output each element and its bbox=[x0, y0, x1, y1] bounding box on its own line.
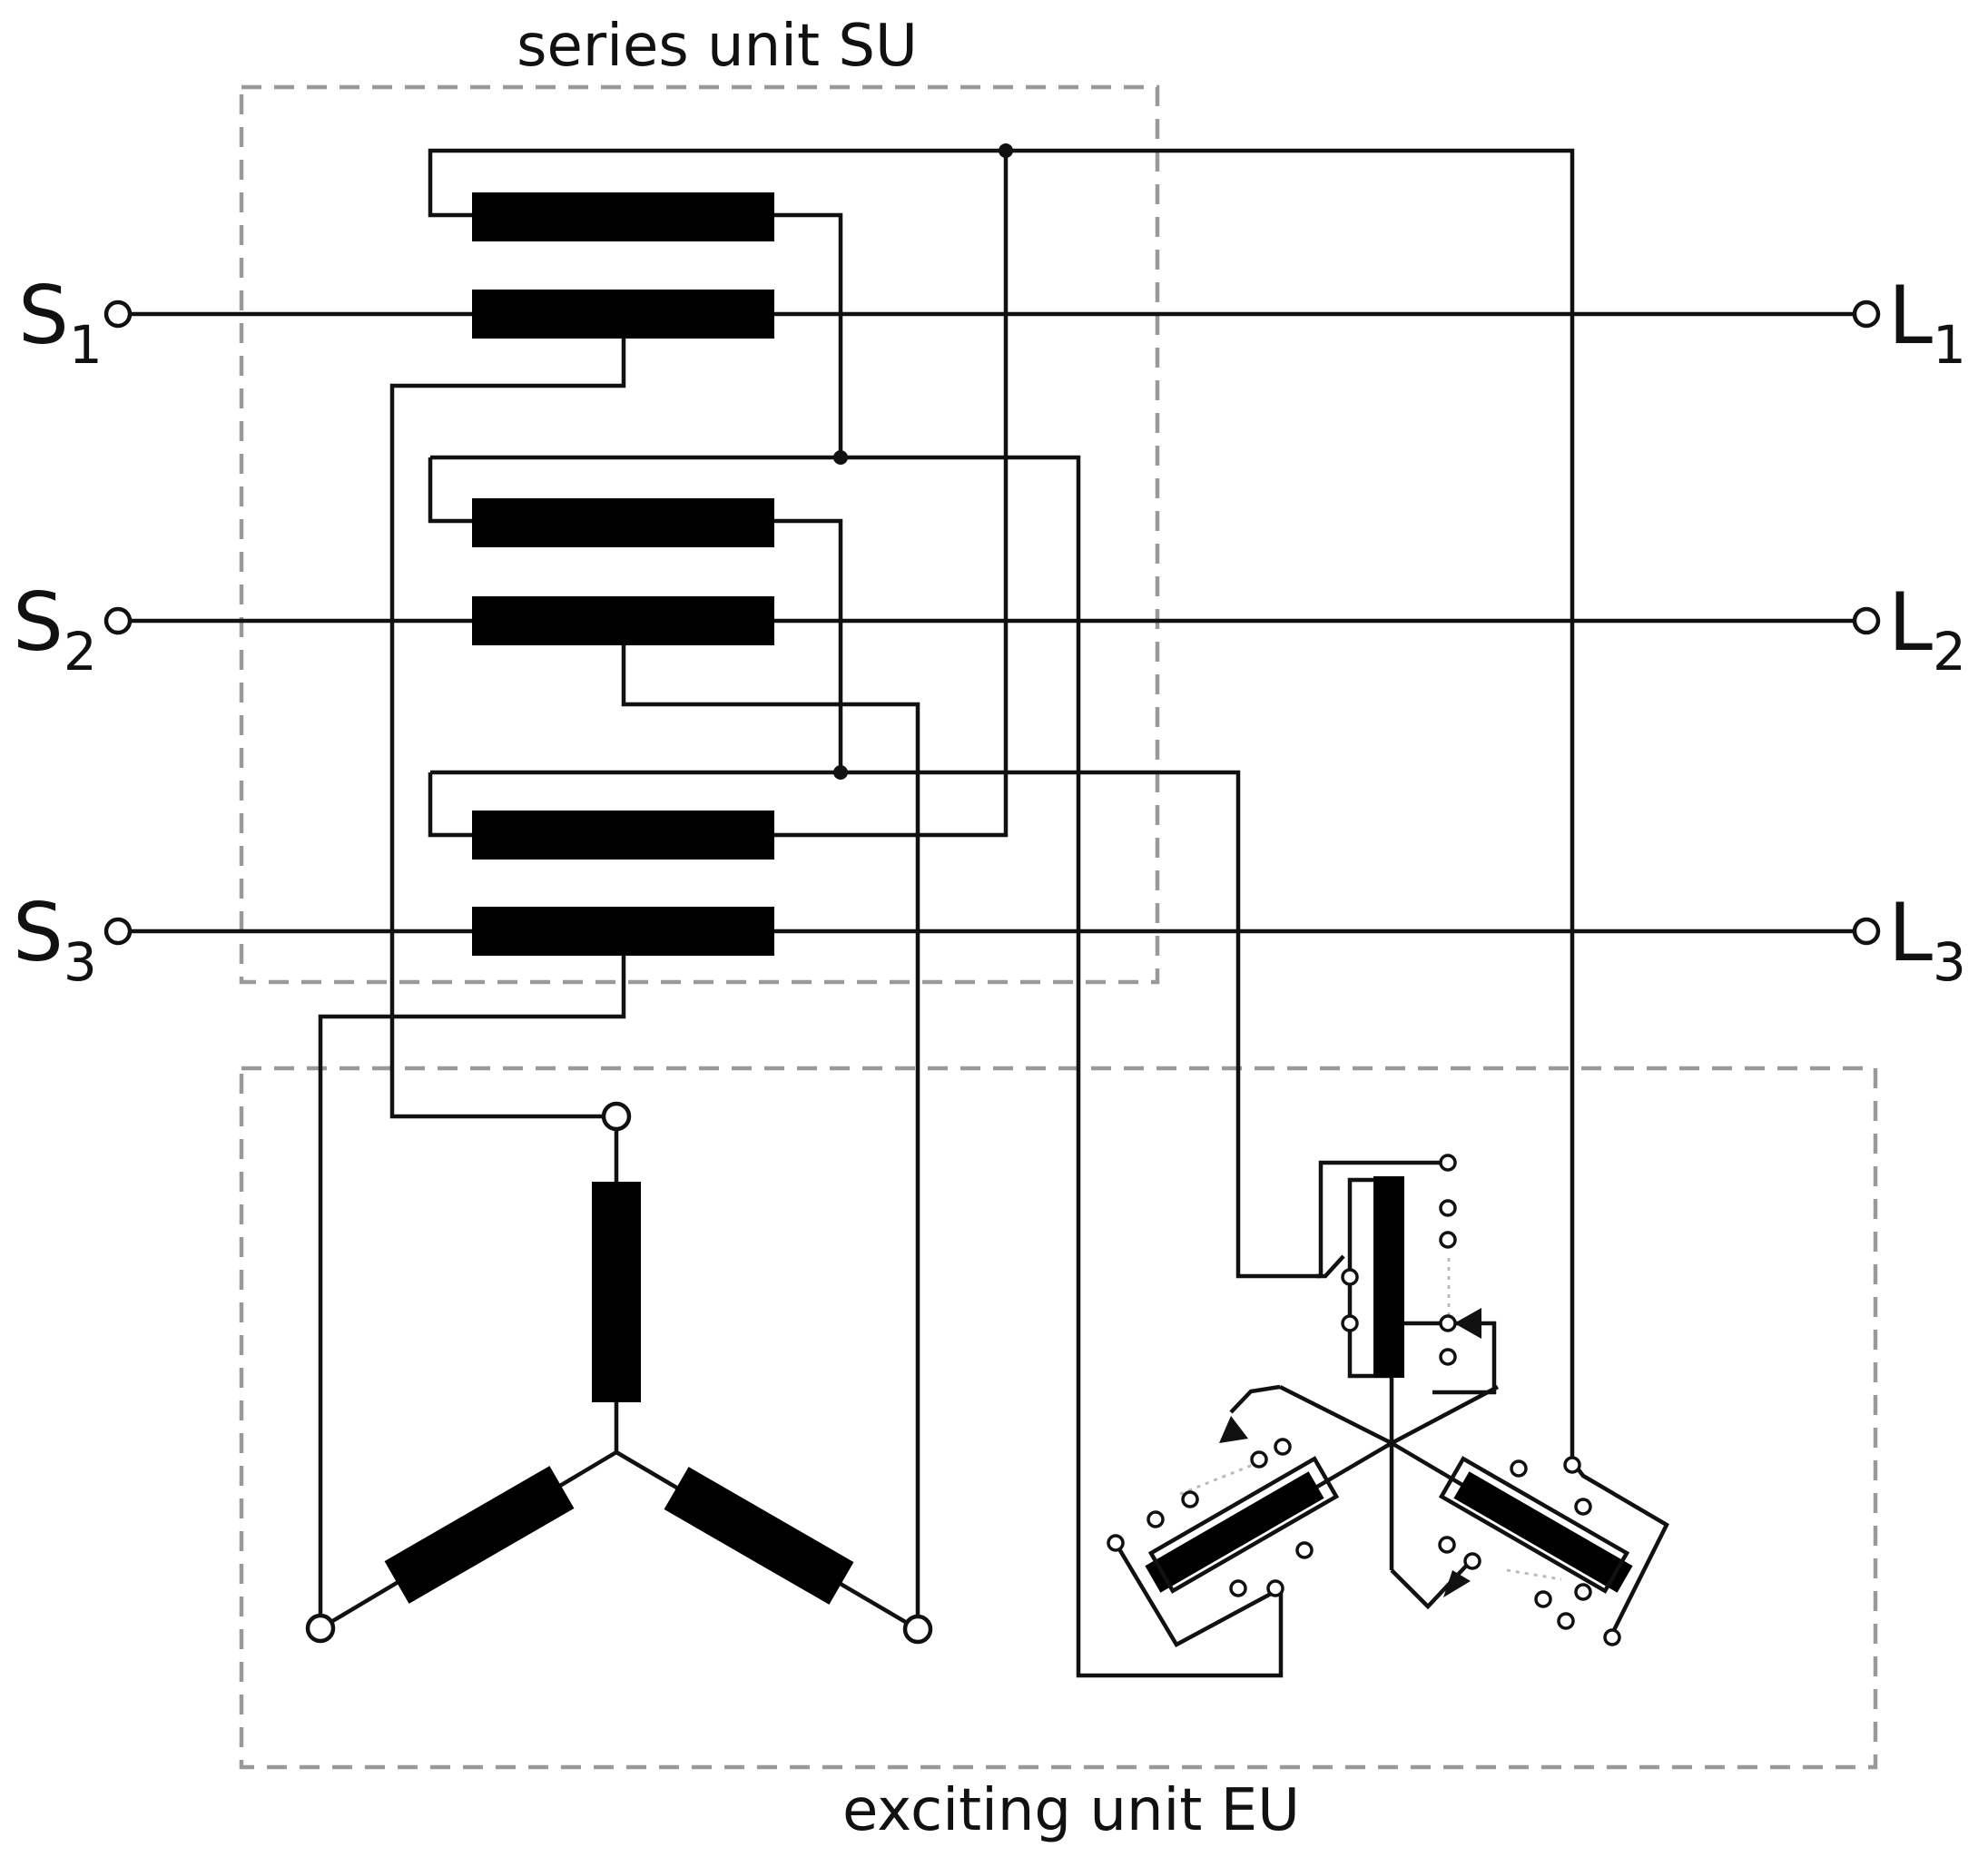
tap-terminal bbox=[1229, 1579, 1247, 1597]
tapped-coil bbox=[1373, 1176, 1404, 1378]
star-winding bbox=[305, 1101, 933, 1645]
tap-terminal bbox=[1510, 1459, 1528, 1478]
input-label-1: S1 bbox=[18, 269, 103, 376]
output-label-2: L2 bbox=[1888, 575, 1966, 683]
tap-terminal bbox=[1439, 1348, 1457, 1366]
series-coil bbox=[472, 811, 774, 860]
tap-terminal bbox=[1463, 1552, 1481, 1570]
tap-terminal bbox=[1438, 1536, 1456, 1554]
phase-lines bbox=[127, 311, 1857, 934]
tap-terminal bbox=[1439, 1231, 1457, 1249]
tap-terminal bbox=[1266, 1579, 1284, 1597]
input-terminal-3 bbox=[103, 917, 133, 946]
output-label-3: L3 bbox=[1888, 886, 1966, 993]
series-unit-coils bbox=[472, 192, 774, 956]
series-unit-boundary bbox=[239, 84, 1160, 985]
tapped-coil bbox=[1453, 1471, 1633, 1593]
tap-terminal bbox=[1563, 1456, 1581, 1474]
star-coil bbox=[592, 1182, 641, 1402]
tap-terminal bbox=[1250, 1450, 1268, 1469]
tap-terminal bbox=[1295, 1541, 1314, 1559]
junction-dot bbox=[833, 450, 848, 465]
series-coil bbox=[472, 596, 774, 645]
star-coil bbox=[664, 1467, 854, 1605]
series-coil bbox=[472, 192, 774, 241]
tap-terminal bbox=[1557, 1612, 1575, 1630]
output-label-1: L1 bbox=[1888, 269, 1966, 376]
tap-terminal bbox=[1574, 1583, 1592, 1601]
star-terminal bbox=[305, 1613, 336, 1644]
series-coil bbox=[472, 498, 774, 547]
exciting-unit-boundary bbox=[239, 1066, 1878, 1770]
series-coil bbox=[472, 907, 774, 956]
series-unit-label: series unit SU bbox=[517, 13, 918, 80]
input-terminal-1 bbox=[103, 300, 133, 329]
series-coil bbox=[472, 290, 774, 339]
star-terminal bbox=[902, 1614, 933, 1645]
series-unit-wiring bbox=[318, 148, 1575, 1678]
tap-terminal bbox=[1274, 1438, 1292, 1456]
tap-terminal bbox=[1341, 1314, 1359, 1332]
tap-terminal bbox=[1439, 1199, 1457, 1217]
tap-terminal bbox=[1574, 1498, 1592, 1516]
output-terminal-1 bbox=[1852, 300, 1881, 329]
star-coil bbox=[384, 1466, 575, 1604]
tapped-coil bbox=[1145, 1471, 1324, 1593]
output-terminal-2 bbox=[1852, 606, 1881, 635]
exciting-unit-label: exciting unit EU bbox=[842, 1777, 1300, 1844]
tap-terminal bbox=[1439, 1314, 1457, 1332]
input-label-2: S2 bbox=[13, 575, 97, 683]
tap-terminal bbox=[1439, 1154, 1457, 1172]
tap-terminal bbox=[1603, 1628, 1621, 1646]
tap-terminal bbox=[1181, 1490, 1199, 1508]
junction-dot bbox=[999, 143, 1013, 158]
tap-terminal bbox=[1534, 1590, 1552, 1608]
star-terminal bbox=[601, 1101, 632, 1132]
tap-terminal bbox=[1341, 1268, 1359, 1286]
line-terminals bbox=[103, 300, 1881, 946]
tap-terminal bbox=[1107, 1534, 1125, 1552]
tapped-winding bbox=[1107, 1154, 1669, 1648]
output-terminal-3 bbox=[1852, 917, 1881, 946]
input-terminal-2 bbox=[103, 606, 133, 635]
tap-terminal bbox=[1147, 1510, 1165, 1528]
junction-dot bbox=[833, 765, 848, 780]
input-label-3: S3 bbox=[13, 886, 97, 993]
